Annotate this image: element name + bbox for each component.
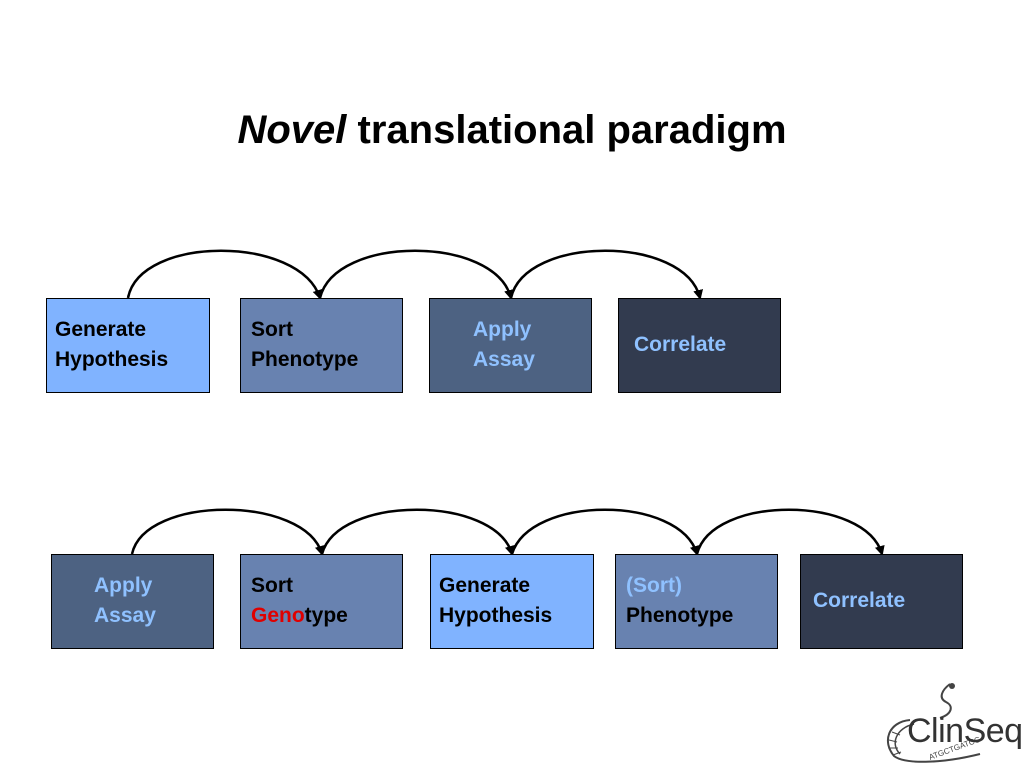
box-line: Hypothesis bbox=[55, 348, 169, 371]
arrow-row1-2 bbox=[318, 249, 514, 300]
logo-text: ClinSeq bbox=[907, 712, 1023, 750]
row2-sort-phenotype-box: (Sort) Phenotype bbox=[615, 554, 778, 649]
arrow-row2-1 bbox=[130, 508, 325, 556]
row1-apply-assay-box: Apply Assay bbox=[429, 298, 592, 393]
box-line: Generate bbox=[55, 318, 147, 341]
row2-generate-hypothesis-box: Generate Hypothesis bbox=[430, 554, 594, 649]
box-line: Apply bbox=[94, 574, 153, 597]
box-line: Assay bbox=[473, 348, 535, 371]
arrow-row2-2 bbox=[320, 508, 515, 556]
row1-generate-hypothesis-box: Generate Hypothesis bbox=[46, 298, 210, 393]
box-line: Phenotype bbox=[251, 348, 359, 371]
arrow-row2-4 bbox=[695, 508, 885, 556]
row2-apply-assay-box: Apply Assay bbox=[51, 554, 214, 649]
slide-title: Novel translational paradigm bbox=[0, 108, 1024, 153]
type-text: type bbox=[304, 604, 348, 627]
box-line: Apply bbox=[473, 318, 532, 341]
row1-correlate-box: Correlate bbox=[618, 298, 781, 393]
box-line: Sort bbox=[251, 574, 293, 597]
arrow-row1-3 bbox=[509, 249, 703, 300]
box-line: Correlate bbox=[813, 589, 906, 612]
box-line: Sort bbox=[251, 318, 293, 341]
box-line: Hypothesis bbox=[439, 604, 553, 627]
box-line: Correlate bbox=[634, 333, 727, 356]
box-line: Genotype bbox=[251, 601, 402, 631]
row1-sort-phenotype-box: Sort Phenotype bbox=[240, 298, 403, 393]
row2-correlate-box: Correlate bbox=[800, 554, 963, 649]
box-line: Generate bbox=[439, 574, 531, 597]
title-rest: translational paradigm bbox=[357, 108, 787, 152]
arrow-row2-3 bbox=[510, 508, 700, 556]
title-emphasis: Novel bbox=[237, 108, 347, 152]
row2-sort-genotype-box: Sort Genotype bbox=[240, 554, 403, 649]
box-line: (Sort) bbox=[626, 574, 682, 597]
box-line: Phenotype bbox=[626, 604, 734, 627]
clinseq-logo: ATGCTGATCG bbox=[886, 683, 982, 763]
box-line: Assay bbox=[94, 604, 156, 627]
geno-highlight: Geno bbox=[251, 604, 305, 627]
arrow-row1-1 bbox=[126, 249, 323, 300]
